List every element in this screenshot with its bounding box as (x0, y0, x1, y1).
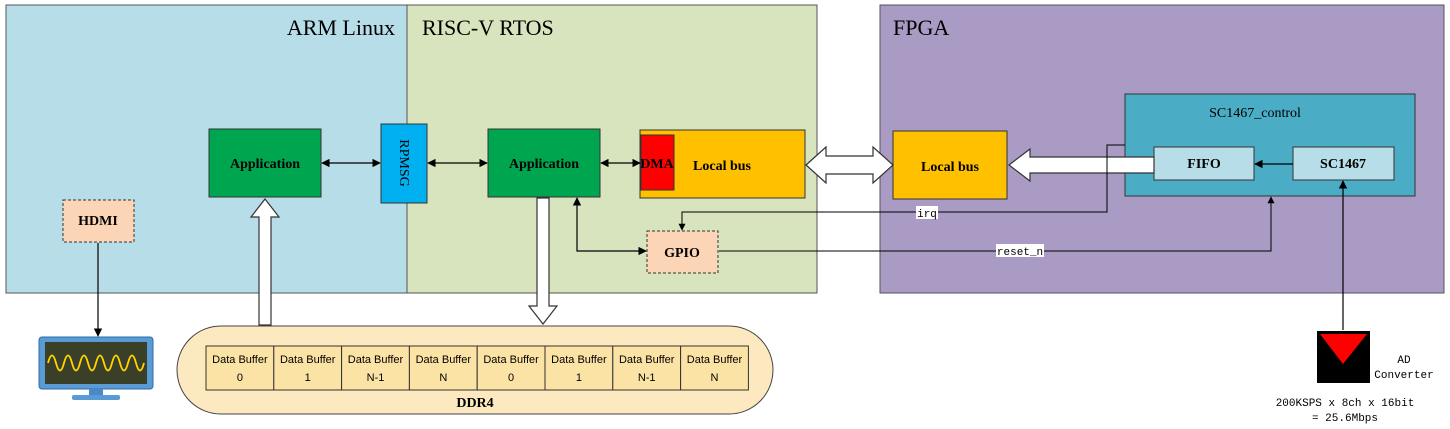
hdmi-label: HDMI (78, 214, 118, 229)
rpmsg-block[interactable] (380, 123, 428, 204)
irq-label: irq (917, 209, 937, 221)
data-buffer-cell (680, 345, 749, 391)
data-buffer-title: Data Buffer (348, 354, 404, 366)
fpga-title: FPGA (893, 15, 949, 40)
sc1467-label: SC1467 (1320, 157, 1366, 172)
reset-n-label: reset_n (997, 247, 1043, 259)
data-buffer-cell (408, 345, 478, 391)
arm-application-label: Application (230, 157, 300, 172)
riscv-application-block[interactable] (487, 128, 601, 198)
fifo-label: FIFO (1187, 157, 1221, 172)
riscv-application-label: Application (509, 157, 579, 172)
adc-spec-line1: 200KSPS x 8ch x 16bit (1276, 398, 1415, 410)
reset-n-line (719, 196, 1275, 252)
reset-n-label-bg (996, 244, 1044, 257)
fifo-block[interactable] (1153, 146, 1255, 181)
arm-linux-region (5, 4, 408, 294)
irq-label-bg (916, 206, 938, 219)
data-buffer-cell (612, 345, 682, 391)
data-buffer-title: Data Buffer (212, 354, 268, 366)
hdmi-block[interactable] (62, 199, 135, 243)
ddr-to-arm-app-arrow (249, 198, 281, 326)
monitor-icon (38, 336, 154, 400)
rpmsg-label: RPMSG (396, 139, 411, 186)
data-buffer-index: N (439, 372, 447, 384)
arm-linux-title: ARM Linux (287, 15, 395, 40)
riscv-rtos-title: RISC-V RTOS (422, 15, 554, 40)
data-buffer-cell (544, 345, 614, 391)
gpio-block[interactable] (646, 230, 719, 274)
local-bus-bridge-arrow (805, 145, 894, 185)
data-buffer-cell (476, 345, 546, 391)
data-buffer-cell (205, 345, 275, 391)
adc-label-line2: Converter (1374, 370, 1433, 382)
gpio-label: GPIO (664, 246, 700, 261)
adc-label-line1: AD (1397, 355, 1411, 367)
adc-triangle-icon (1317, 331, 1370, 383)
irq-line (678, 144, 1125, 231)
ddr4-label: DDR4 (456, 396, 493, 411)
fifo-to-local-bus-arrow (1008, 147, 1155, 183)
dma-label: DMA (640, 157, 674, 172)
data-buffer-title: Data Buffer (687, 354, 743, 366)
data-buffer-index: 1 (305, 372, 311, 384)
fpga-local-bus-label: Local bus (921, 160, 980, 175)
data-buffer-index: 0 (237, 372, 243, 384)
sc1467-control-title: SC1467_control (1209, 106, 1301, 121)
data-buffer-title: Data Buffer (483, 354, 539, 366)
dma-block[interactable] (640, 134, 675, 191)
riscv-app-gpio-link (572, 197, 647, 256)
riscv-app-to-ddr-arrow (527, 197, 559, 325)
data-buffer-index: N-1 (367, 372, 385, 384)
data-buffer-title: Data Buffer (619, 354, 675, 366)
data-buffer-index: N-1 (638, 372, 656, 384)
data-buffer-title: Data Buffer (416, 354, 472, 366)
data-buffer-title: Data Buffer (551, 354, 607, 366)
adc-spec-line2: = 25.6Mbps (1312, 413, 1378, 425)
data-buffer-index: N (711, 372, 719, 384)
riscv-local-bus-label: Local bus (693, 159, 752, 174)
data-buffer-index: 1 (576, 372, 582, 384)
data-buffer-title: Data Buffer (280, 354, 336, 366)
data-buffer-cell (341, 345, 410, 391)
arm-application-block[interactable] (208, 128, 322, 198)
sc1467-block[interactable] (1292, 146, 1395, 181)
data-buffer-index: 0 (508, 372, 514, 384)
